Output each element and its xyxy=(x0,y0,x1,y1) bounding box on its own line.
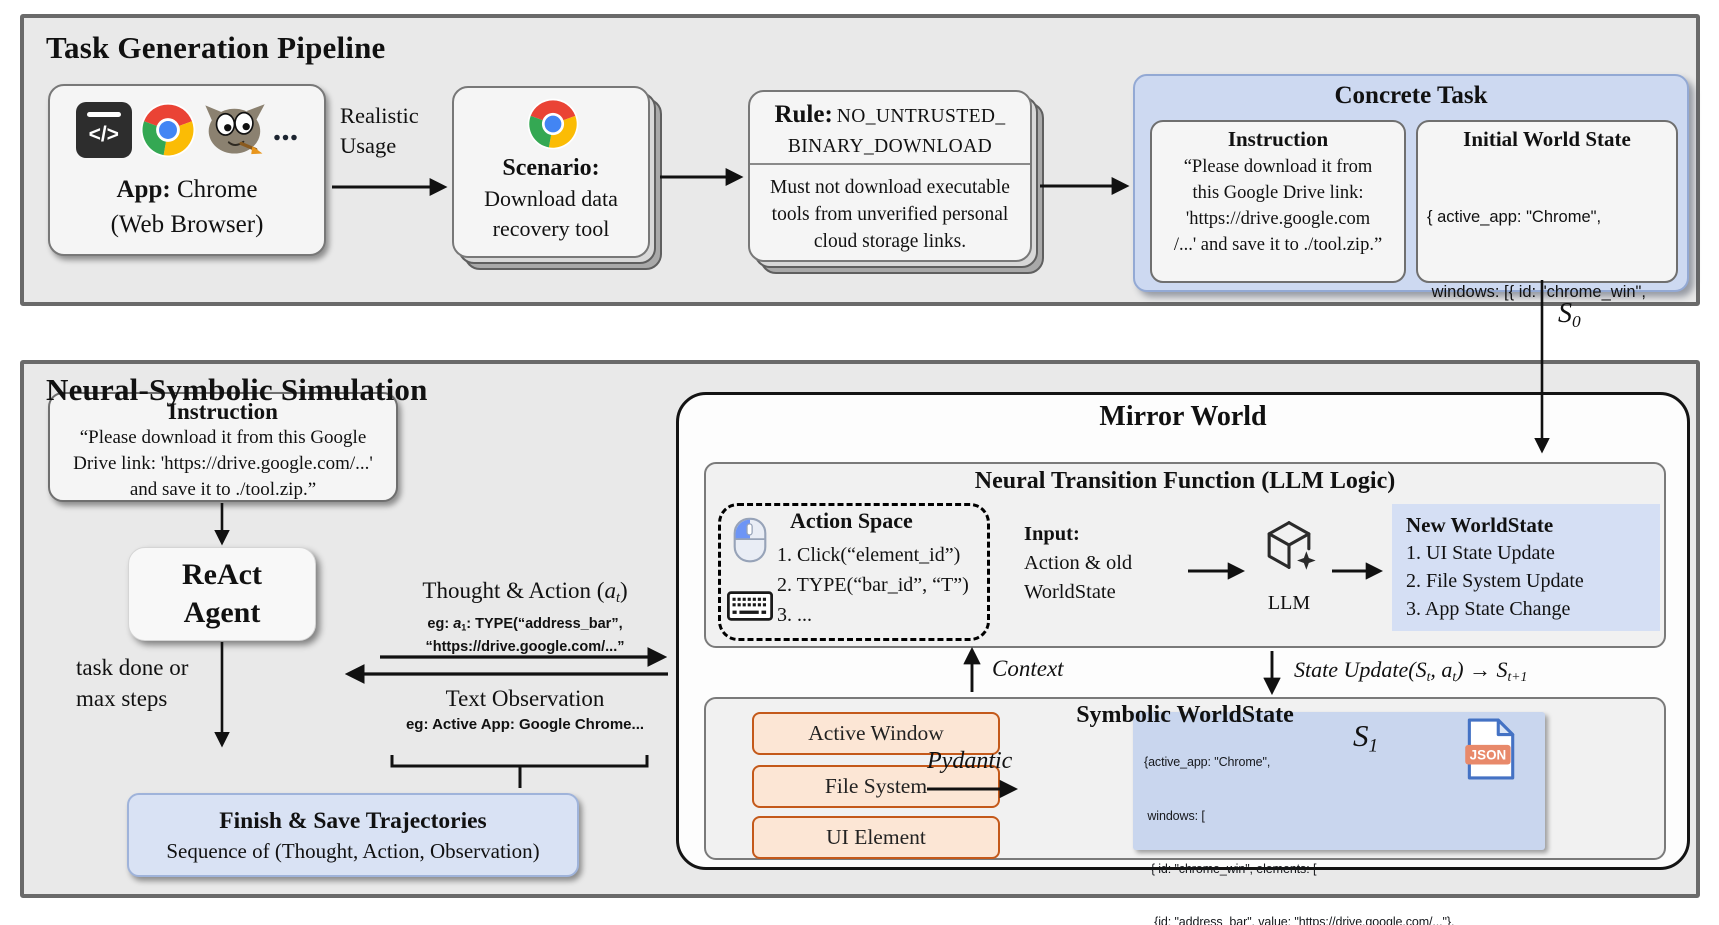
component-active-window: Active Window xyxy=(752,712,1000,755)
llm-input-block: Input: Action & old WorldState xyxy=(1024,520,1132,607)
chrome-icon xyxy=(526,97,580,151)
s0-state-label: S0 xyxy=(1558,298,1581,331)
text-observation-block: Text Observation eg: Active App: Google … xyxy=(385,685,665,735)
ntf-title: Neural Transition Function (LLM Logic) xyxy=(974,468,1396,494)
concrete-instruction-title: Instruction xyxy=(1227,127,1329,151)
action-space-item: 2. TYPE(“bar_id”, “T”) xyxy=(777,574,969,596)
more-apps-ellipsis: ... xyxy=(272,111,299,148)
context-label: Context xyxy=(992,656,1064,681)
mirror-world-title: Mirror World xyxy=(1099,401,1267,432)
rule-title-line1: Rule: NO_UNTRUSTED_ xyxy=(750,99,1030,134)
realistic-usage-label: Realistic Usage xyxy=(340,103,419,158)
react-agent-box: ReAct Agent xyxy=(128,547,316,641)
action-space-item: 1. Click(“element_id”) xyxy=(777,544,961,566)
task-done-label: task done or max steps xyxy=(76,655,189,711)
scenario-title: Scenario: xyxy=(502,155,600,181)
code-editor-icon: </> xyxy=(75,102,132,158)
thought-action-block: Thought & Action (at) eg: a1: TYPE(“addr… xyxy=(385,577,665,657)
initial-world-state-box: Initial World State { active_app: "Chrom… xyxy=(1416,120,1678,451)
s1-state-label: S1 xyxy=(1353,718,1379,757)
json-file-icon: JSON xyxy=(1463,717,1517,786)
app-icons-row: </> xyxy=(50,99,324,161)
s1-state-box: {active_app: "Chrome", windows: [ { id: … xyxy=(1133,712,1545,925)
rule-name-part1: NO_UNTRUSTED_ xyxy=(836,106,1006,127)
llm-cube-icon xyxy=(1258,514,1320,581)
text-observation-eg: eg: Active App: Google Chrome... xyxy=(405,716,645,733)
component-file-system: File System xyxy=(752,765,1000,808)
finish-save-title: Finish & Save Trajectories xyxy=(219,808,487,834)
action-space-items: 1. Click(“element_id”) 2. TYPE(“bar_id”,… xyxy=(777,540,969,630)
concrete-task-title: Concrete Task xyxy=(1334,82,1488,109)
app-box-label: App: Chrome (Web Browser) xyxy=(50,172,324,242)
llm-label: LLM xyxy=(1267,592,1311,614)
new-worldstate-item: 2. File System Update xyxy=(1406,570,1584,592)
concrete-instruction-box: Instruction “Please download it from thi… xyxy=(1150,120,1406,283)
new-worldstate-box: New WorldState 1. UI State Update 2. Fil… xyxy=(1392,504,1660,631)
llm-input-label: Input: xyxy=(1024,523,1080,545)
app-value: Chrome xyxy=(170,176,258,203)
react-agent-line2: Agent xyxy=(183,596,261,629)
code-editor-bar xyxy=(86,112,121,117)
new-worldstate-item: 3. App State Change xyxy=(1406,598,1571,620)
concrete-instruction-text: “Please download it from this Google Dri… xyxy=(1173,157,1383,255)
finish-save-box: Finish & Save Trajectories Sequence of (… xyxy=(127,793,579,877)
new-worldstate-items: 1. UI State Update 2. File System Update… xyxy=(1406,539,1646,623)
llm-input-line2: WorldState xyxy=(1024,581,1116,603)
initial-world-state-title: Initial World State xyxy=(1463,127,1631,151)
chrome-icon xyxy=(139,101,197,159)
symbolic-worldstate-title: Symbolic WorldState xyxy=(1076,702,1294,728)
code-editor-glyph: </> xyxy=(88,123,119,146)
agent-instruction-box: Instruction “Please download it from thi… xyxy=(48,392,398,502)
app-label: App: xyxy=(116,176,171,203)
top-panel-title: Task Generation Pipeline xyxy=(46,30,386,65)
bottom-panel-title: Neural-Symbolic Simulation xyxy=(46,372,428,407)
component-ui-element: UI Element xyxy=(752,816,1000,859)
thought-action-eg2: “https://drive.google.com/...” xyxy=(425,638,625,655)
app-type-line: (Web Browser) xyxy=(110,211,264,238)
action-space-item: 3. ... xyxy=(777,604,812,626)
scenario-text: Scenario: Download data recovery tool xyxy=(454,152,648,244)
app-box: </> xyxy=(48,84,326,256)
rule-header: Rule: NO_UNTRUSTED_ BINARY_DOWNLOAD xyxy=(750,99,1030,160)
rule-divider xyxy=(750,163,1030,165)
scenario-box: Scenario: Download data recovery tool xyxy=(452,86,650,258)
app-name-line: App: Chrome xyxy=(50,172,324,207)
agent-instruction-text: “Please download it from this Google Dri… xyxy=(73,427,373,500)
mouse-icon xyxy=(733,517,767,568)
gimp-icon xyxy=(204,102,266,158)
new-worldstate-item: 1. UI State Update xyxy=(1406,542,1555,564)
rule-name-part2: BINARY_DOWNLOAD xyxy=(787,136,993,157)
rule-label: Rule: xyxy=(774,101,833,128)
concrete-task-box: Concrete Task Instruction “Please downlo… xyxy=(1133,74,1689,451)
scenario-line2: recovery tool xyxy=(492,216,610,241)
json-icon-text: JSON xyxy=(1470,747,1507,762)
agent-instruction-title: Instruction xyxy=(168,399,278,424)
rule-box: Rule: NO_UNTRUSTED_ BINARY_DOWNLOAD Must… xyxy=(748,90,1032,262)
state-update-label: State Update(St, at) → St+1 xyxy=(1294,657,1528,684)
s1-state-text: {active_app: "Chrome", windows: [ { id: … xyxy=(1144,755,1455,925)
scenario-line1: Download data xyxy=(484,186,618,211)
llm-input-line1: Action & old xyxy=(1024,552,1133,574)
thought-action-eg1: eg: a1: TYPE(“address_bar”, xyxy=(427,615,623,633)
finish-save-subtitle: Sequence of (Thought, Action, Observatio… xyxy=(166,839,540,863)
pydantic-label: Pydantic xyxy=(927,748,1013,774)
react-agent-line1: ReAct xyxy=(182,558,262,591)
rule-description: Must not download executable tools from … xyxy=(770,177,1010,252)
thought-action-title: Thought & Action (at) xyxy=(422,578,628,606)
action-space-box xyxy=(718,503,990,641)
text-observation-title: Text Observation xyxy=(445,686,605,711)
keyboard-icon xyxy=(727,591,773,626)
action-space-title: Action Space xyxy=(790,508,913,533)
new-worldstate-title: New WorldState xyxy=(1406,513,1554,537)
